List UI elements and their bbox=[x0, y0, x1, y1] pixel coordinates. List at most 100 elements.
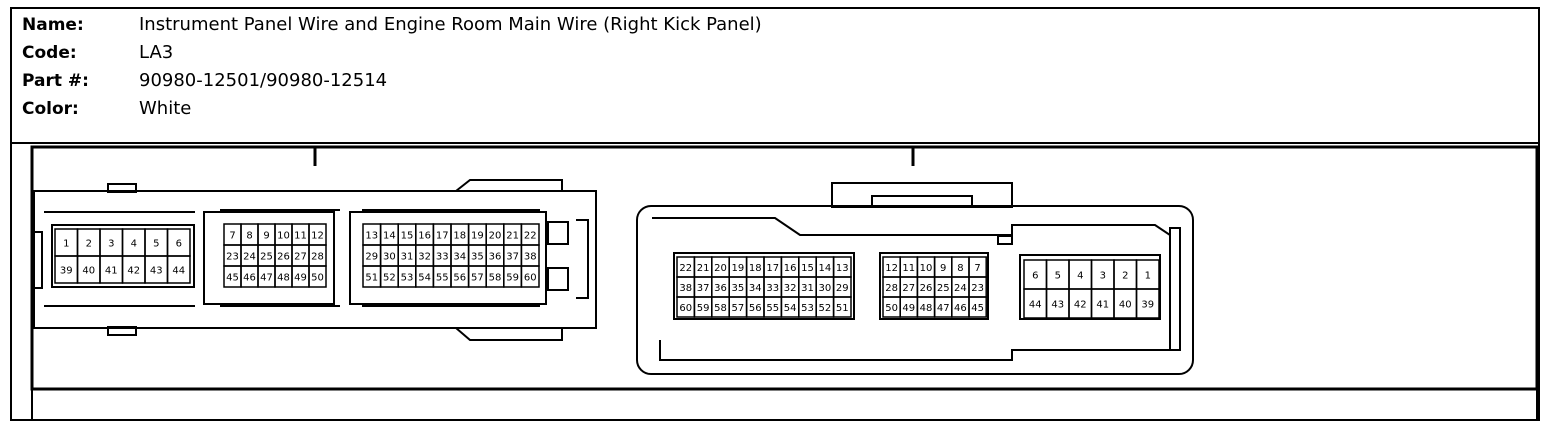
right-b1-pin-label: 55 bbox=[766, 303, 779, 314]
right-b1-pin-label: 30 bbox=[819, 283, 832, 294]
left-b3-pin-label: 38 bbox=[524, 252, 537, 263]
left-b3-pin-label: 60 bbox=[524, 273, 537, 284]
right-b2-pin-label: 10 bbox=[920, 263, 933, 274]
right-block-1-frame bbox=[673, 252, 855, 320]
right-b1-pin-label: 17 bbox=[766, 263, 779, 274]
left-b3-pin-label: 17 bbox=[436, 231, 449, 242]
left-b3-pin-label: 22 bbox=[524, 231, 537, 242]
left-b3-pin-label: 54 bbox=[418, 273, 431, 284]
left-b2-pin-label: 48 bbox=[277, 273, 290, 284]
left-b1-pin-label: 6 bbox=[176, 239, 182, 250]
right-b2-pin-label: 26 bbox=[920, 283, 933, 294]
left-b1-pin-label: 40 bbox=[82, 266, 95, 277]
left-b2-pin-label: 7 bbox=[229, 231, 235, 242]
right-b1-pin-label: 35 bbox=[732, 283, 745, 294]
left-block-2-frame bbox=[203, 211, 335, 305]
left-b2-pin-label: 49 bbox=[294, 273, 307, 284]
right-b2-pin-label: 47 bbox=[937, 303, 950, 314]
left-b2-pin-label: 24 bbox=[243, 252, 256, 263]
left-block-3-frame bbox=[349, 211, 547, 305]
right-b1-pin-label: 20 bbox=[714, 263, 727, 274]
left-side-tab bbox=[34, 231, 43, 289]
right-block-3-frame bbox=[1019, 254, 1161, 320]
left-b3-pin-label: 58 bbox=[489, 273, 502, 284]
left-b2-pin-label: 9 bbox=[263, 231, 269, 242]
left-b2-pin-label: 10 bbox=[277, 231, 290, 242]
right-b2-pin-label: 24 bbox=[954, 283, 967, 294]
right-b1-pin-label: 14 bbox=[819, 263, 832, 274]
right-b3-pin-label: 44 bbox=[1029, 300, 1042, 311]
right-b3-pin-label: 5 bbox=[1055, 271, 1061, 282]
right-b1-pin-label: 13 bbox=[836, 263, 849, 274]
right-b1-pin-label: 60 bbox=[679, 303, 692, 314]
right-b3-pin-label: 40 bbox=[1119, 300, 1132, 311]
left-b3-pin-label: 20 bbox=[489, 231, 502, 242]
connector-pair-bracket bbox=[313, 145, 915, 166]
part-value: 90980-12501/90980-12514 bbox=[139, 70, 388, 91]
left-b3-pin-label: 59 bbox=[506, 273, 519, 284]
diagram-frame bbox=[10, 7, 1540, 421]
right-b2-pin-label: 28 bbox=[885, 283, 898, 294]
right-b2-cavity-45 bbox=[968, 296, 987, 318]
right-pin-blocks bbox=[673, 252, 1161, 320]
right-b3-pin-label: 2 bbox=[1122, 271, 1128, 282]
right-b2-pin-label: 45 bbox=[971, 303, 984, 314]
left-b1-pin-label: 3 bbox=[108, 239, 114, 250]
right-b3-pin-label: 1 bbox=[1145, 271, 1151, 282]
left-b2-pin-label: 8 bbox=[246, 231, 252, 242]
left-b2-pin-label: 47 bbox=[260, 273, 273, 284]
right-b1-pin-label: 29 bbox=[836, 283, 849, 294]
right-b1-cavity-51 bbox=[832, 296, 852, 318]
right-key bbox=[997, 235, 1013, 245]
right-b1-pin-label: 58 bbox=[714, 303, 727, 314]
right-b1-pin-label: 22 bbox=[679, 263, 692, 274]
left-b3-pin-label: 57 bbox=[471, 273, 484, 284]
right-b2-pin-label: 49 bbox=[902, 303, 915, 314]
name-label: Name: bbox=[22, 15, 84, 35]
left-b2-pin-label: 27 bbox=[294, 252, 307, 263]
left-b3-pin-label: 29 bbox=[365, 252, 378, 263]
left-b3-pin-label: 31 bbox=[401, 252, 414, 263]
left-block-1-frame bbox=[51, 224, 195, 288]
code-label: Code: bbox=[22, 43, 77, 63]
right-b3-pin-label: 4 bbox=[1077, 271, 1083, 282]
right-b1-pin-label: 18 bbox=[749, 263, 762, 274]
right-b2-pin-label: 25 bbox=[937, 283, 950, 294]
right-connector-housing bbox=[636, 182, 1194, 375]
right-b3-pin-label: 41 bbox=[1096, 300, 1109, 311]
right-block-2-frame bbox=[879, 252, 989, 320]
left-b1-pin-label: 5 bbox=[153, 239, 159, 250]
left-b2-pin-label: 26 bbox=[277, 252, 290, 263]
left-b1-pin-label: 42 bbox=[127, 266, 140, 277]
color-label: Color: bbox=[22, 99, 79, 119]
right-b3-pin-label: 42 bbox=[1074, 300, 1087, 311]
left-b3-cavity-60 bbox=[520, 265, 540, 288]
right-b1-pin-label: 59 bbox=[697, 303, 710, 314]
left-b1-pin-label: 41 bbox=[105, 266, 118, 277]
left-b3-pin-label: 37 bbox=[506, 252, 519, 263]
right-b2-pin-label: 48 bbox=[920, 303, 933, 314]
left-b3-pin-label: 35 bbox=[471, 252, 484, 263]
right-b3-cavity-39 bbox=[1135, 288, 1160, 319]
right-b2-pin-label: 12 bbox=[885, 263, 898, 274]
right-b1-pin-label: 36 bbox=[714, 283, 727, 294]
right-b2-pin-label: 46 bbox=[954, 303, 967, 314]
right-b1-pin-label: 34 bbox=[749, 283, 762, 294]
right-b1-pin-label: 56 bbox=[749, 303, 762, 314]
right-b2-pin-label: 50 bbox=[885, 303, 898, 314]
color-value: White bbox=[139, 98, 192, 119]
left-b3-pin-label: 15 bbox=[401, 231, 414, 242]
right-b1-pin-label: 57 bbox=[732, 303, 745, 314]
left-b2-pin-label: 28 bbox=[311, 252, 324, 263]
right-b1-pin-label: 32 bbox=[784, 283, 797, 294]
code-value: LA3 bbox=[139, 42, 174, 63]
right-b1-pin-label: 19 bbox=[732, 263, 745, 274]
right-b3-pin-label: 39 bbox=[1141, 300, 1154, 311]
right-b1-pin-label: 15 bbox=[801, 263, 814, 274]
right-b1-pin-label: 31 bbox=[801, 283, 814, 294]
left-pin-blocks bbox=[51, 211, 547, 305]
left-b3-pin-label: 19 bbox=[471, 231, 484, 242]
left-key-b bbox=[547, 267, 569, 291]
right-b2-pin-label: 9 bbox=[940, 263, 946, 274]
left-bottom-hump bbox=[455, 327, 563, 341]
